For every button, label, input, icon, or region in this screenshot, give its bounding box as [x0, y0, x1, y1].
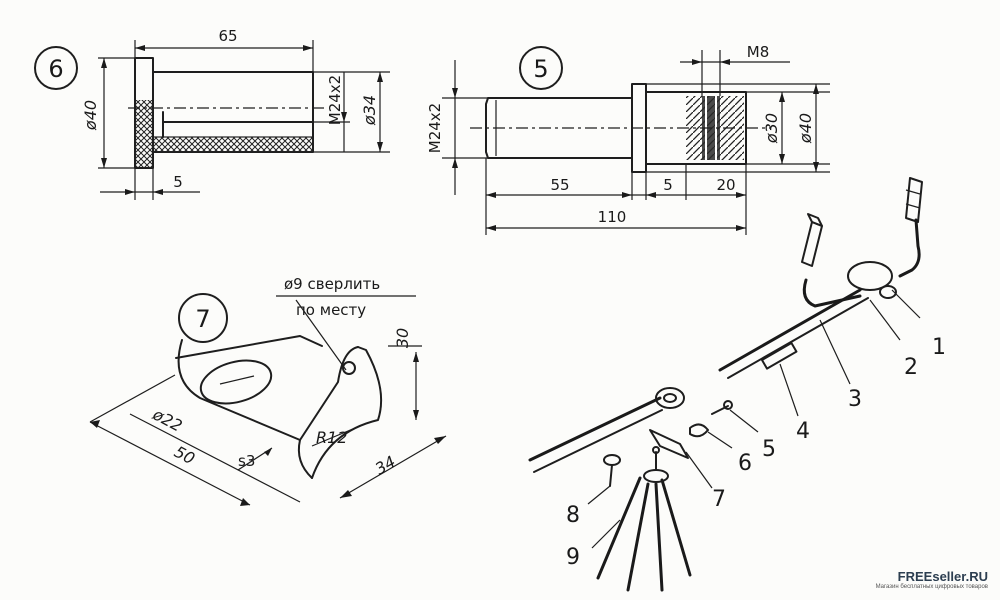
part-5-total-length: 110	[598, 208, 627, 226]
watermark-brand: FREEseller.RU	[897, 569, 988, 584]
part-6-length: 65	[218, 27, 237, 45]
callout-4: 4	[796, 419, 810, 444]
part-7-hole-diameter: ø22	[149, 404, 185, 435]
part-5-shank-thread: M24x2	[426, 103, 444, 153]
part-7-view: 7 ø9 сверлить по месту 50 ø22 s3 R12 34	[89, 275, 447, 506]
part-7-note-line2: по месту	[296, 301, 366, 319]
part-7-large-hole	[199, 359, 273, 405]
part-5-diameter-40: ø40	[796, 113, 815, 144]
part-6-number-circle	[34, 46, 78, 90]
part-5-flange-dim: 5	[663, 176, 673, 194]
part-7-length: 50	[171, 442, 198, 468]
assembly-lower-rod	[528, 396, 662, 462]
callout-5: 5	[762, 437, 776, 462]
callout-6: 6	[738, 451, 752, 476]
callout-2: 2	[904, 355, 918, 380]
part-6-thread: M24x2	[326, 75, 344, 125]
watermark: FREEseller.RU Магазин бесплатных цифровы…	[876, 569, 988, 590]
part-7-length-dimline	[89, 421, 251, 506]
part-7-bent-tab	[311, 346, 383, 479]
assembly-clamp	[847, 261, 893, 291]
part-6-inner-diameter: ø34	[360, 95, 379, 126]
part-6-outer-diameter: ø40	[81, 100, 100, 131]
part-7-number: 7	[195, 305, 210, 333]
part-7-plate-outline	[177, 339, 359, 441]
assembly-nut	[689, 423, 709, 438]
callout-9: 9	[566, 545, 580, 570]
part-7-note-line1: ø9 сверлить	[284, 275, 380, 293]
part-5-diameter-30: ø30	[762, 113, 781, 144]
part-6-wall-section	[152, 136, 314, 153]
assembly-part-4	[761, 342, 798, 370]
assembly-right-bar	[898, 218, 921, 278]
callout-7: 7	[712, 487, 726, 512]
assembly-right-grip	[905, 177, 923, 223]
assembly-eyelet	[603, 454, 621, 466]
part-6-view: 6 65 ø40 M24x2 ø34	[34, 27, 390, 200]
part-7-thickness: s3	[238, 452, 255, 470]
assembly-socket	[655, 387, 685, 409]
assembly-left-grip	[801, 221, 823, 267]
part-7-width: 34	[372, 452, 399, 479]
callout-3: 3	[848, 387, 862, 412]
callout-8: 8	[566, 503, 580, 528]
part-5-hub-length: 20	[716, 176, 735, 194]
part-7-small-hole	[342, 361, 356, 375]
part-5-shank-length: 55	[550, 176, 569, 194]
callout-1: 1	[932, 335, 946, 360]
part-6-number: 6	[48, 55, 63, 83]
assembly-fork	[596, 476, 692, 592]
part-5-m8: M8	[747, 43, 770, 61]
part-7-height: 30	[393, 328, 412, 348]
assembly-rod	[718, 288, 862, 372]
part-7-number-circle	[178, 293, 228, 343]
part-5-number-circle	[519, 46, 563, 90]
assembly-left-bar	[802, 278, 862, 308]
part-6-flange-section	[135, 100, 153, 168]
part-5-view: 5 M8 M24x2 ø30	[426, 43, 830, 235]
assembly-bracket	[649, 429, 689, 459]
assembly-sketch: 1 2 3 4 5 6 7 8 9	[528, 177, 946, 592]
watermark-tagline: Магазин бесплатных цифровых товаров	[875, 584, 988, 590]
part-5-number: 5	[533, 55, 548, 83]
part-6-flange-dim: 5	[173, 173, 183, 191]
